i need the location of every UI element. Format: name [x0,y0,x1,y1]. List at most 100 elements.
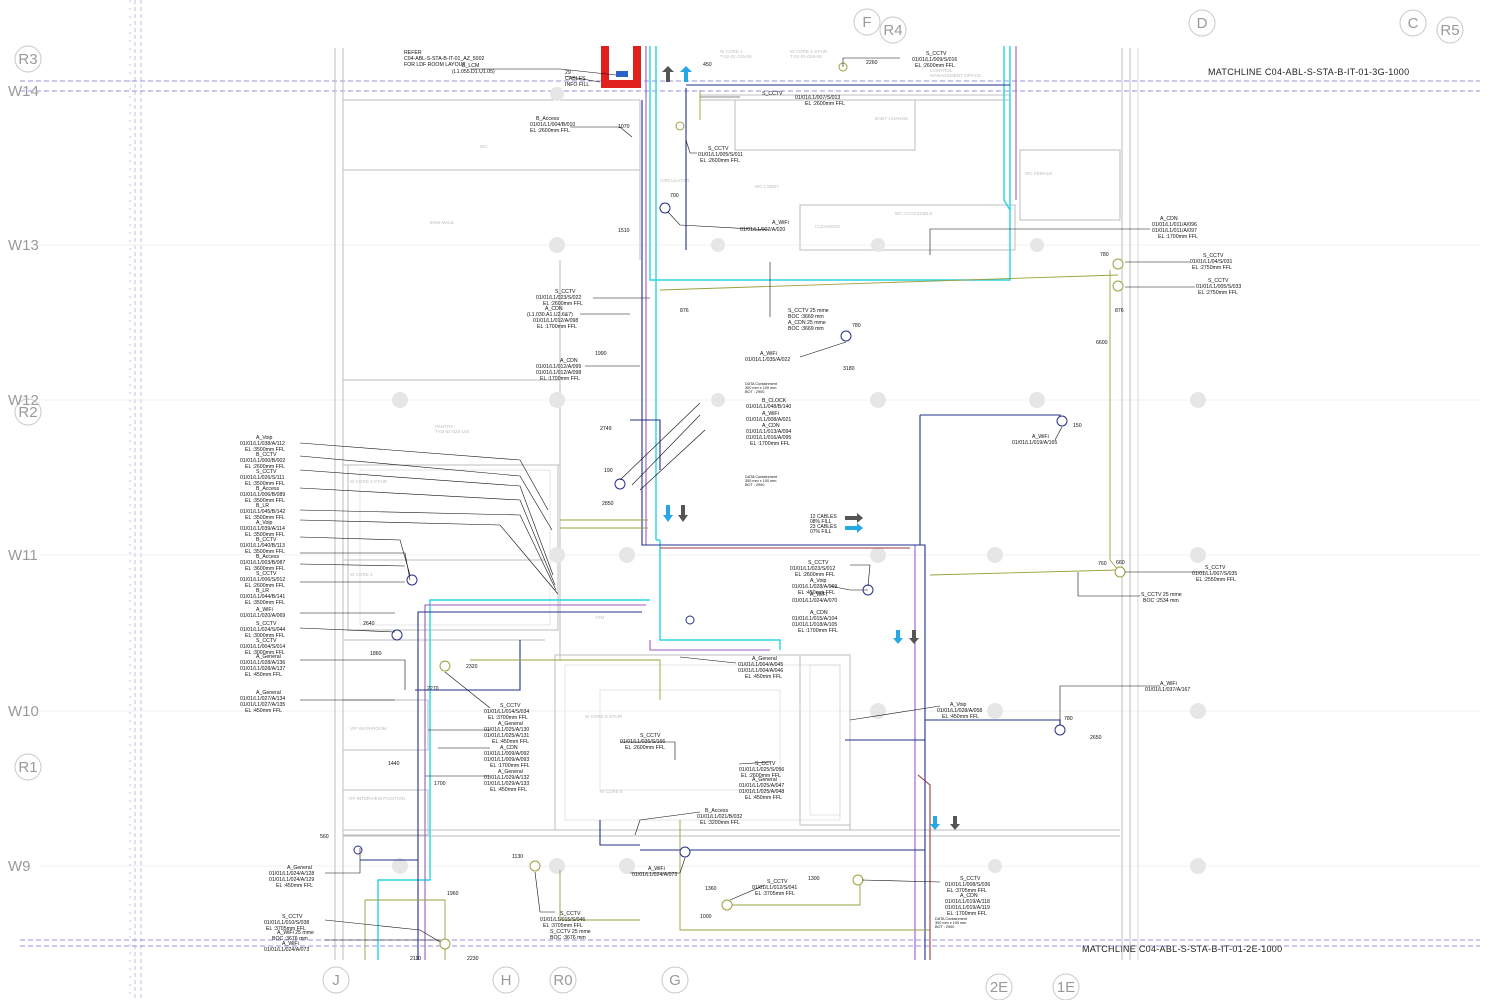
svg-text:A_General: A_General [256,690,281,696]
tray-note-2-size: 300 mm x 100 mm [745,479,776,483]
grid-bubble-top-r5: R5 [1436,16,1464,44]
label-s-cctv-046-id: 01/01/L1/015/S/046 [540,917,585,923]
label-a-wifi-020-id: 01/01/L1/007/A/020 [740,227,785,233]
label-s-cctv-035-el: EL :2550mm FFL [1196,577,1236,583]
svg-text:780: 780 [852,323,861,329]
matchline-top: MATCHLINE C04-ABL-S-STA-B-IT-01-3G-1000 [1208,67,1409,77]
svg-text:01/01/L1/028/A/136: 01/01/L1/028/A/136 [240,660,285,666]
svg-text:A_General: A_General [498,721,523,727]
svg-text:2E: 2E [990,979,1008,996]
label-a-cdn-118-el: EL :1700mm FFL [947,911,987,917]
cable-routes [360,46,1119,960]
svg-text:01/01/L1/004/S/014: 01/01/L1/004/S/014 [240,644,285,650]
svg-text:T-02-01-026-06: T-02-01-026-06 [790,54,822,59]
cable-note-1-fill: 08% FILL [810,519,832,525]
grid-bubble-bottom-h: H [492,966,520,994]
label-b-access-top-el: EL :2600mm FFL [530,128,570,134]
svg-text:B_CCTV: B_CCTV [256,537,277,543]
svg-text:1E: 1E [1057,979,1075,996]
svg-text:EL :450mm FFL: EL :450mm FFL [490,787,527,793]
label-s-cctv-012-id: 01/01/L1/023/S/012 [790,566,835,572]
label-a-cdn-094: A_CDN [762,423,780,429]
label-s-cctv-056: S_CCTV [755,761,776,767]
svg-text:G: G [669,972,681,989]
label-a-cdn-118: A_CDN [960,893,978,899]
svg-text:2270: 2270 [427,686,439,692]
svg-text:EL :3500mm FFL: EL :3500mm FFL [245,481,285,487]
label-a-wifi-073-id: 01/01/L1/024/A/073 [632,872,677,878]
label-s-cctv-036-el: EL :3705mm FFL [947,888,987,894]
svg-text:2260: 2260 [866,60,878,66]
svg-text:1130: 1130 [512,854,523,860]
label-a-cdn-104-id1: 01/01/L1/015/A/104 [792,616,837,622]
label-a-cdn-left-id: 01/01/L1/012/A/098 [533,318,578,324]
svg-text:01/01/L1/027/A/134: 01/01/L1/027/A/134 [240,696,285,702]
label-s-cctv-top-el: EL :2600mm FFL [805,101,845,107]
refer-note-text: FOR LDF ROOM LAYOUT [404,62,466,68]
svg-text:S_CCTV: S_CCTV [500,703,521,709]
grid-bubble-top-f: F [853,8,881,36]
svg-text:1300: 1300 [808,876,820,882]
grid-lines [20,0,1480,1000]
label-a-general-047: A_General [752,777,777,783]
label-b-access-032-el: EL :3200mm FFL [700,820,740,826]
svg-text:A_General: A_General [256,654,281,660]
ldf-room [601,46,641,88]
svg-text:EL :3500mm FFL: EL :3500mm FFL [245,600,285,606]
svg-text:R2: R2 [18,404,37,421]
svg-text:3180: 3180 [843,366,855,372]
label-s-cctv-012-el: EL :2600mm FFL [795,572,835,578]
label-s-cctv-top: S_CCTV [762,91,783,97]
svg-text:01/01/L1/020/A/069: 01/01/L1/020/A/069 [240,613,285,619]
svg-text:CIRCULATOR: CIRCULATOR [660,178,690,183]
left-stack: A_Voip 01/01/L1/038/A/112 EL :3500mm FFL… [240,435,285,606]
label-a-general-128: A_General [287,865,312,871]
label-b-access-032: B_Access [705,808,728,814]
svg-text:1960: 1960 [447,891,459,897]
svg-text:01/01/L1/006/B/089: 01/01/L1/006/B/089 [240,492,285,498]
grid-bubble-bottom-r0: R0 [549,966,577,994]
svg-text:01/01/L1/000/B/002: 01/01/L1/000/B/002 [240,458,285,464]
label-a-wifi-167: A_WiFi [1160,681,1177,687]
svg-text:780: 780 [1100,252,1109,258]
matchline-bottom: MATCHLINE C04-ABL-S-STA-B-IT-01-2E-1000 [1082,944,1282,954]
svg-text:R0: R0 [553,972,572,989]
cable-note-1: 12 CABLES [810,514,837,520]
svg-text:D: D [1197,15,1208,32]
svg-text:01/01/L1/009/A/093: 01/01/L1/009/A/093 [484,757,529,763]
label-s-cctv-035: S_CCTV [1205,565,1226,571]
label-a-wifi-070: A_WiFi [810,592,827,598]
svg-text:EL :3500mm FFL: EL :3500mm FFL [245,498,285,504]
label-cables29-b: INFO FILL [565,82,589,88]
svg-text:2749: 2749 [600,426,612,432]
label-a-cdn-mid: A_CDN [560,358,578,364]
svg-text:1000: 1000 [700,914,712,920]
row-label-w12: W12 [8,392,39,409]
label-s-cctv-031: S_CCTV [1203,253,1224,259]
label-s-cctv-035-id: 01/01/L1/007/S/035 [1192,571,1237,577]
svg-text:VIP WASHROOM: VIP WASHROOM [350,726,387,731]
svg-text:R1: R1 [18,759,37,776]
tray-note-2-bot: BOT : 2900 [745,483,764,487]
svg-text:W CORE 5 STAIR: W CORE 5 STAIR [585,714,623,719]
tray-note-1-bot: BOT : 2900 [745,390,764,394]
label-s-cctv-011-id: 01/01/L1/005/S/011 [698,152,743,158]
annotations: REFER C04-ABL-S-STA-B-IT-01_AZ_5002 FOR … [240,50,1241,953]
tray-note-1-size: 300 mm x 100 mm [745,386,776,390]
svg-text:876: 876 [680,308,689,314]
svg-text:01/01/L1/045/B/142: 01/01/L1/045/B/142 [240,509,285,515]
svg-text:EL :450mm FFL: EL :450mm FFL [245,708,282,714]
svg-text:B_LR: B_LR [256,588,269,594]
label-a-voip-058: A_Voip [950,702,967,708]
label-a-cdn-mid-id1: 01/01/L1/012/A/099 [536,364,581,370]
label-s-cctv-041-id: 01/01/L1/012/S/041 [752,885,797,891]
svg-text:1700: 1700 [434,781,446,787]
label-s-cctv-041-el: EL :3705mm FFL [755,891,795,897]
svg-text:2230: 2230 [467,956,479,962]
svg-text:ENM MALE: ENM MALE [430,220,454,225]
grid-bubble-top-r4: R4 [879,16,907,44]
label-b-lcm-id: (L1.055.D1.U1.05) [452,69,495,75]
label-s-cctv-022: S_CCTV [555,289,576,295]
label-s-cctv-25mm: S_CCTV 25 mme [788,308,829,314]
svg-text:MANAGEMENT OFFICE: MANAGEMENT OFFICE [930,73,981,78]
